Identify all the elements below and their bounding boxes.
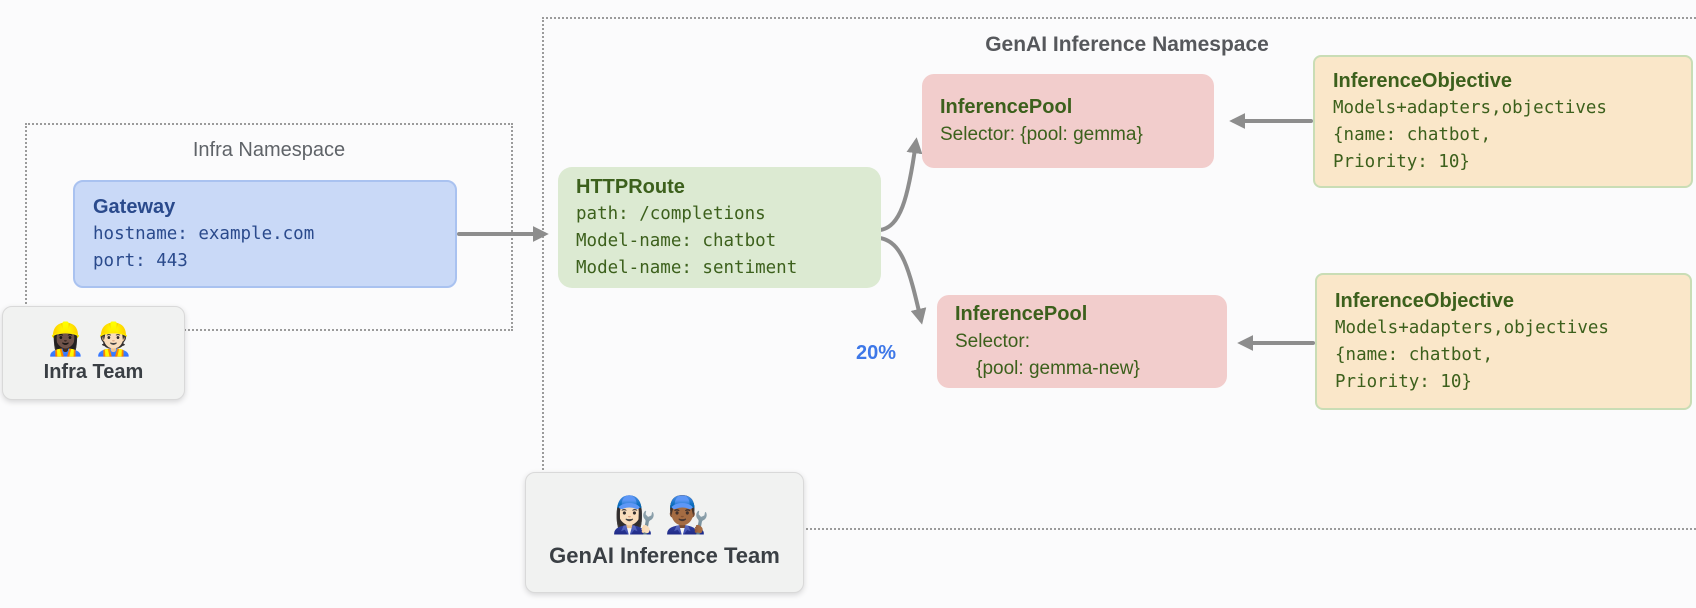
genai-team-card: 👩🏻‍🔧👨🏾‍🔧 GenAI Inference Team (525, 472, 804, 593)
inference-objective-bottom-title: InferenceObjective (1335, 289, 1514, 312)
gateway-node: Gateway hostname: example.com port: 443 (73, 180, 457, 288)
infra-namespace-container: Infra Namespace (25, 123, 513, 331)
gateway-port: port: 443 (93, 250, 188, 271)
genai-team-label: GenAI Inference Team (549, 542, 780, 568)
inference-objective-bottom-name: {name: chatbot, (1335, 344, 1494, 365)
genai-namespace-container: GenAI Inference Namespace (542, 17, 1696, 530)
httproute-node: HTTPRoute path: /completions Model-name:… (558, 167, 881, 288)
httproute-model-chatbot: Model-name: chatbot (576, 230, 777, 251)
mechanic-woman-icon: 👩🏻‍🔧 (611, 493, 665, 535)
inference-objective-top-node: InferenceObjective Models+adapters,objec… (1313, 55, 1693, 188)
inference-objective-bottom-models: Models+adapters,objectives (1335, 317, 1609, 338)
inference-objective-top-priority: Priority: 10} (1333, 151, 1470, 172)
infra-team-card: 👷🏿‍♀️👷🏻 Infra Team (2, 306, 185, 400)
inference-pool-gemma-new-node: InferencePool Selector: {pool: gemma-new… (937, 295, 1227, 388)
arrow-httproute-to-pool-gemma-new (878, 236, 927, 325)
httproute-title: HTTPRoute (576, 175, 685, 198)
httproute-path: path: /completions (576, 203, 766, 224)
inference-pool-gemma-new-title: InferencePool (955, 303, 1088, 325)
httproute-model-sentiment: Model-name: sentiment (576, 257, 798, 278)
inference-objective-bottom-node: InferenceObjective Models+adapters,objec… (1315, 273, 1692, 410)
arrow-httproute-to-pool-gemma (878, 137, 923, 232)
construction-worker-woman-icon: 👷🏿‍♀️ (45, 320, 94, 357)
gateway-hostname: hostname: example.com (93, 223, 315, 244)
inference-pool-gemma-node: InferencePool Selector: {pool: gemma} (922, 74, 1214, 168)
genai-team-emojis: 👩🏻‍🔧👨🏾‍🔧 (611, 493, 718, 535)
inference-pool-gemma-title: InferencePool (940, 96, 1073, 118)
traffic-split-label: 20% (856, 342, 897, 364)
construction-worker-man-icon: 👷🏻 (93, 320, 142, 357)
inference-pool-gemma-new-selector-value: {pool: gemma-new} (955, 358, 1140, 379)
inference-objective-top-name: {name: chatbot, (1333, 124, 1492, 145)
mechanic-man-icon: 👨🏾‍🔧 (664, 493, 718, 535)
infra-namespace-label: Infra Namespace (192, 139, 346, 161)
inference-objective-bottom-priority: Priority: 10} (1335, 371, 1472, 392)
inference-objective-top-models: Models+adapters,objectives (1333, 97, 1607, 118)
gateway-title: Gateway (93, 195, 176, 218)
inference-pool-gemma-new-selector: Selector: (955, 331, 1030, 352)
inference-pool-gemma-selector: Selector: {pool: gemma} (940, 124, 1143, 145)
inference-objective-top-title: InferenceObjective (1333, 69, 1512, 92)
genai-namespace-label: GenAI Inference Namespace (985, 33, 1269, 56)
infra-team-label: Infra Team (43, 360, 144, 383)
infra-team-emojis: 👷🏿‍♀️👷🏻 (46, 323, 142, 355)
